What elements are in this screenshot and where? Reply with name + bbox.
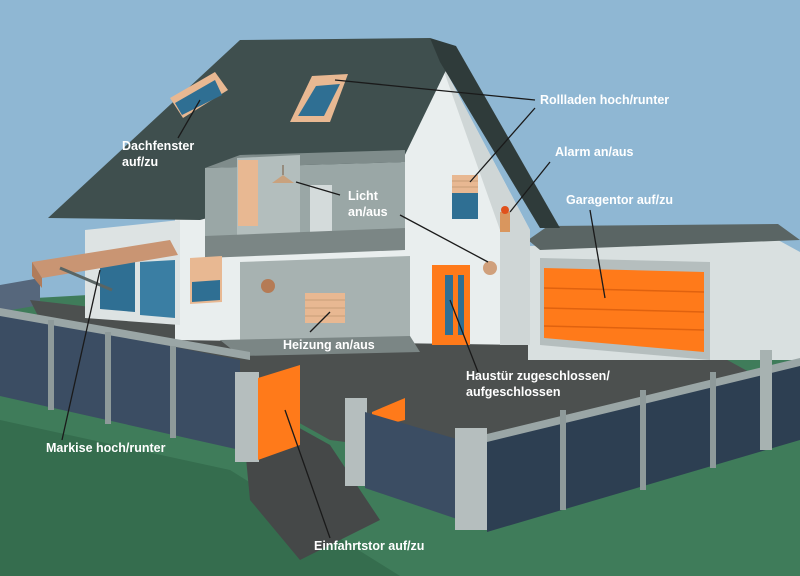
label-rollladen: Rollladen hoch/runter — [540, 92, 669, 108]
label-licht: Licht an/aus — [348, 188, 388, 220]
upper-floor — [205, 228, 405, 258]
radiator-upper — [238, 160, 258, 226]
leader-licht — [295, 181, 341, 196]
gate-post-right — [345, 398, 367, 486]
label-markise: Markise hoch/runter — [46, 440, 165, 456]
label-text: Haustür zugeschlossen/ — [466, 369, 610, 383]
pendant-lamp — [261, 279, 275, 293]
label-text: auf/zu — [122, 155, 159, 169]
leader-einfahrtstor — [284, 409, 331, 539]
upper-door — [310, 185, 332, 237]
label-haustuer: Haustür zugeschlossen/aufgeschlossen — [466, 368, 610, 400]
roof-edge — [430, 38, 560, 228]
leader-lines — [61, 79, 606, 539]
label-text: Licht — [348, 189, 378, 203]
lamp — [272, 175, 294, 183]
fence-left — [0, 312, 240, 450]
label-text: Alarm an/aus — [555, 145, 634, 159]
driveway-gate — [258, 365, 300, 460]
label-heizung: Heizung an/aus — [283, 337, 375, 353]
fence-middle — [365, 412, 460, 520]
light-sensor — [483, 261, 497, 275]
gate-post-left — [235, 372, 259, 462]
fence-corner-post — [455, 428, 487, 530]
annex-window — [100, 258, 135, 312]
leader-rollladen — [334, 79, 536, 101]
label-text: Garagentor auf/zu — [566, 193, 673, 207]
label-text: an/aus — [348, 205, 388, 219]
house-gable-shade — [440, 60, 530, 345]
leader-alarm — [509, 161, 551, 213]
label-text: Markise hoch/runter — [46, 441, 166, 455]
leader-heizung — [309, 311, 331, 333]
annex-window-2 — [140, 260, 175, 318]
label-text: Heizung an/aus — [283, 338, 375, 352]
leader-garagentor — [589, 209, 606, 299]
label-text: aufgeschlossen — [466, 385, 561, 399]
leader-haustuer — [449, 299, 479, 373]
label-garagentor: Garagentor auf/zu — [566, 192, 673, 208]
label-dachfenster: Dachfenster auf/zu — [122, 138, 194, 170]
alarm-siren — [500, 212, 510, 232]
label-text: Rollladen hoch/runter — [540, 93, 670, 107]
far-fence — [0, 278, 40, 312]
leader-dachfenster — [177, 99, 201, 139]
label-alarm: Alarm an/aus — [555, 144, 634, 160]
leader-markise — [61, 269, 101, 441]
label-text: Einfahrtstor auf/zu — [314, 539, 425, 553]
label-text: Dachfenster — [122, 139, 195, 153]
awning — [32, 240, 178, 278]
label-einfahrtstor: Einfahrtstor auf/zu — [314, 538, 424, 554]
